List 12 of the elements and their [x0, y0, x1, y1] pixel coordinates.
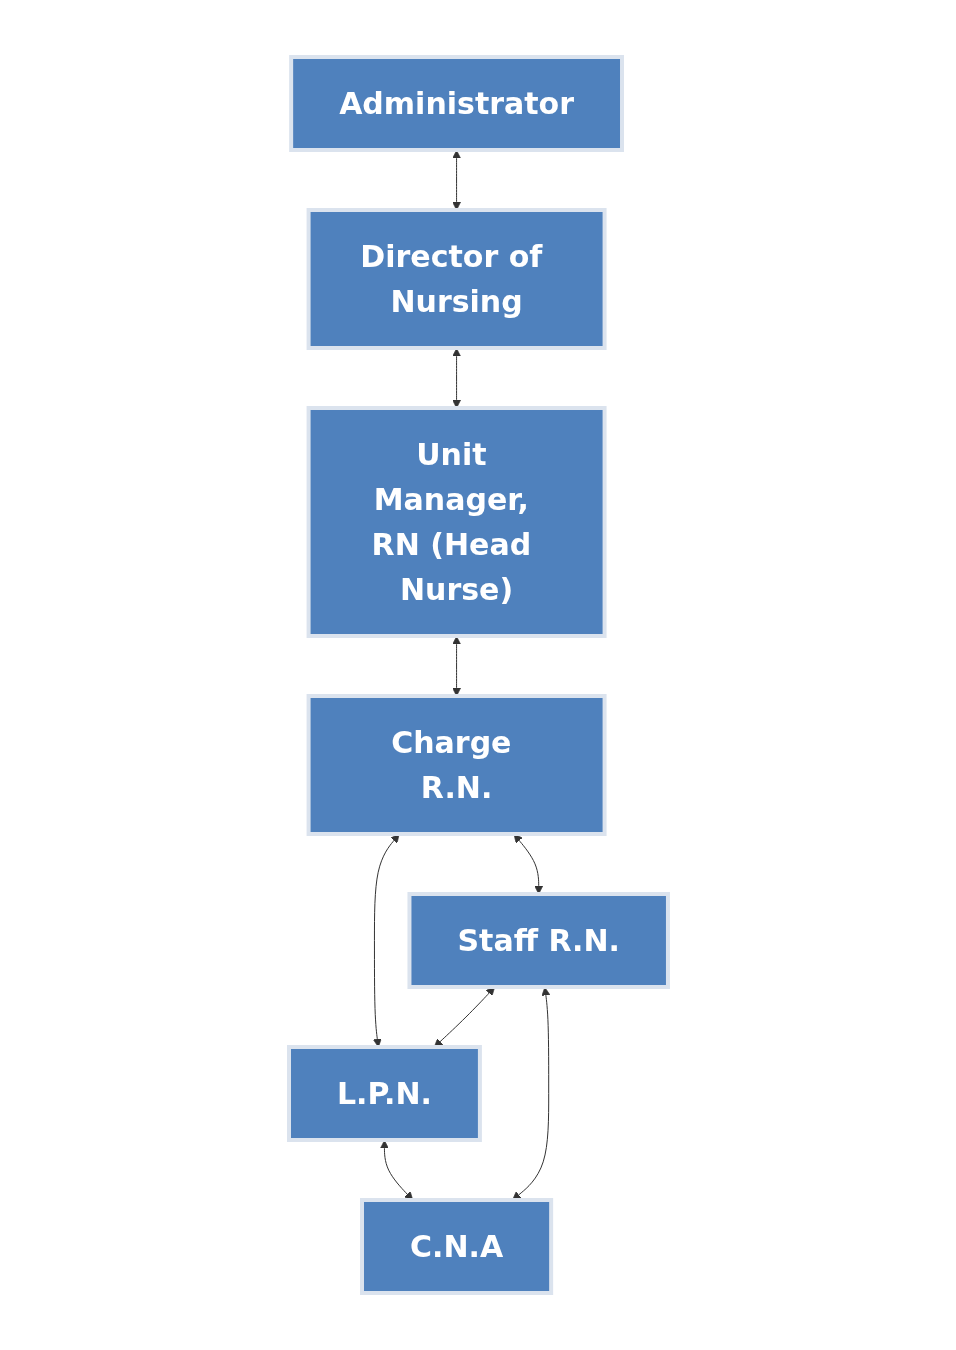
node-box: Staff R.N.: [406, 892, 670, 989]
arrow: [451, 150, 461, 211]
arrow: [379, 1140, 413, 1201]
node-box: L.P.N.: [286, 1045, 482, 1142]
arrow: [451, 636, 461, 697]
arrow: [511, 987, 550, 1201]
node-box: Charge R.N.: [306, 694, 607, 836]
node-box: Director of Nursing: [306, 208, 607, 350]
node-box: Administrator: [288, 55, 624, 152]
arrow: [451, 348, 461, 409]
node-box: Unit Manager, RN (Head Nurse): [306, 406, 607, 638]
node-box: C.N.A: [359, 1198, 553, 1295]
